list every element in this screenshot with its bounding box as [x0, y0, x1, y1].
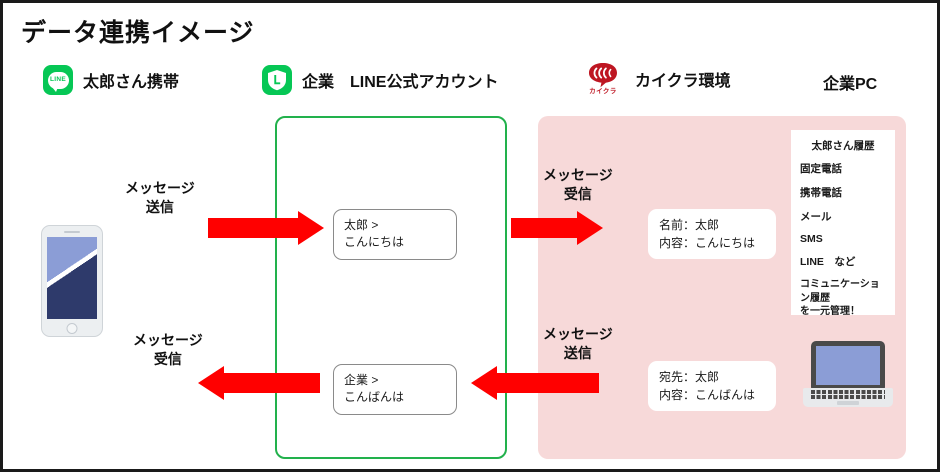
- laptop-illustration: [803, 341, 893, 407]
- history-item-sms: SMS: [800, 233, 823, 245]
- page-title: データ連携イメージ: [21, 19, 255, 47]
- kaikura-card-received-name: 名前：太郎: [659, 218, 720, 232]
- chat-message-bottom: 企業 > こんばんは: [333, 364, 457, 415]
- history-item-landline: 固定電話: [800, 163, 842, 175]
- arrow-label-receive-bottom-line1: メッセージ: [133, 332, 203, 348]
- arrow-label-send-bottom-line2: 送信: [563, 344, 592, 361]
- arrow-label-receive-top-line1: メッセージ: [543, 167, 613, 183]
- arrow-label-send-top-line1: メッセージ: [125, 180, 195, 196]
- kaikura-card-received-content: 内容：こんにちは: [659, 236, 756, 250]
- column-label-kaikura: カイクラ環境: [635, 73, 731, 90]
- history-note-line2: を一元管理！: [800, 306, 860, 317]
- line-app-icon: LINE: [43, 65, 73, 95]
- history-item-mobile: 携帯電話: [800, 187, 842, 199]
- customer-history-card: 太郎さん履歴 固定電話 携帯電話 メール SMS LINE など コミュニケーシ…: [791, 130, 895, 317]
- column-label-line-official-account: 企業 LINE公式アカウント: [302, 74, 499, 91]
- arrow-label-send-top-line2: 送信: [145, 198, 174, 215]
- arrow-label-send-top: メッセージ 送信: [125, 179, 195, 217]
- arrow-label-receive-bottom-line2: 受信: [153, 350, 182, 367]
- flow-arrow-line-to-kaikura: [511, 211, 603, 245]
- chat-top-sender: 太郎 >: [344, 218, 379, 232]
- column-header-kaikura: カイクラ カイクラ環境: [581, 61, 731, 97]
- arrow-label-send-bottom-line1: メッセージ: [543, 326, 613, 342]
- kaikura-logo-text: カイクラ: [589, 88, 617, 96]
- kaikura-logo-icon: カイクラ: [581, 61, 625, 97]
- smartphone-illustration: [41, 225, 103, 337]
- kaikura-card-sent: 宛先：太郎 内容：こんばんは: [648, 361, 776, 411]
- flow-arrow-line-to-phone: [198, 366, 320, 400]
- kaikura-card-sent-recipient: 宛先：太郎: [659, 370, 720, 384]
- line-official-account-icon: [262, 65, 292, 95]
- arrow-label-receive-top-line2: 受信: [563, 185, 592, 202]
- chat-bottom-sender: 企業 >: [344, 373, 379, 387]
- line-official-account-panel: [275, 116, 507, 459]
- arrow-label-receive-top: メッセージ 受信: [543, 166, 613, 204]
- arrow-label-send-bottom: メッセージ 送信: [543, 325, 613, 363]
- chat-message-top: 太郎 > こんにちは: [333, 209, 457, 260]
- column-header-line-official-account: 企業 LINE公式アカウント: [262, 65, 498, 95]
- column-header-taro-phone: LINE 太郎さん携帯: [43, 65, 179, 95]
- line-icon-text: LINE: [49, 75, 66, 83]
- chat-bottom-message: こんばんは: [344, 390, 405, 405]
- arrow-label-receive-bottom: メッセージ 受信: [133, 331, 203, 369]
- history-note-line1: コミュニケーション履歴: [800, 279, 880, 304]
- flow-arrow-kaikura-to-line: [471, 366, 599, 400]
- column-label-taro-phone: 太郎さん携帯: [83, 74, 180, 91]
- flow-arrow-phone-to-line: [208, 211, 324, 245]
- column-label-corporate-pc: 企業PC: [823, 76, 878, 93]
- history-item-line: LINE など: [800, 256, 856, 268]
- chat-top-message: こんにちは: [344, 235, 405, 250]
- kaikura-card-received: 名前：太郎 内容：こんにちは: [648, 209, 776, 259]
- history-card-title: 太郎さん履歴: [811, 140, 875, 152]
- history-item-email: メール: [800, 211, 832, 223]
- kaikura-card-sent-content: 内容：こんばんは: [659, 388, 756, 402]
- column-header-corporate-pc: 企業PC: [823, 70, 877, 94]
